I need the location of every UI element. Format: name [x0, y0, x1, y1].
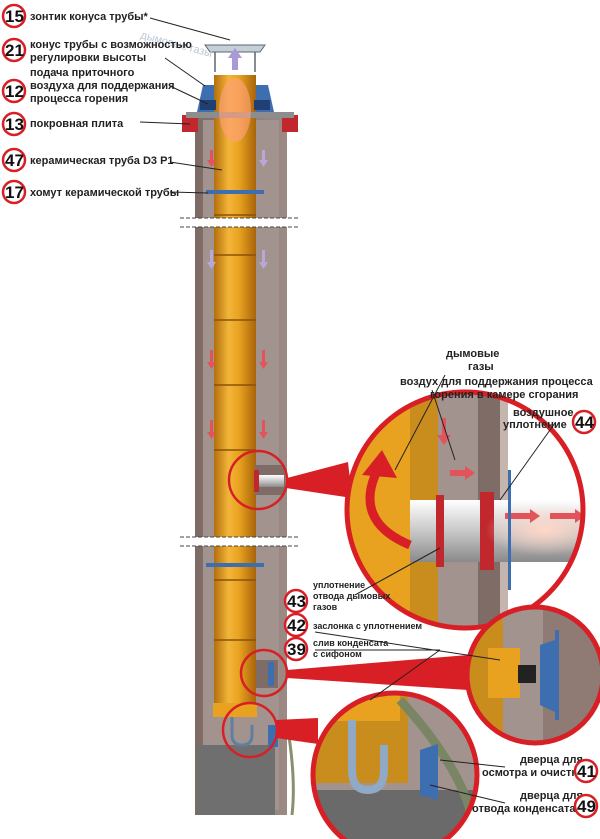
svg-text:39: 39 — [287, 640, 306, 659]
detail-circle-outline — [344, 389, 586, 631]
svg-text:воздух для поддержания процесс: воздух для поддержания процесса — [400, 376, 594, 388]
label-17: 17 хомут керамической трубы — [1, 179, 179, 205]
svg-text:отвода конденсата: отвода конденсата — [472, 803, 576, 815]
break-line-upper — [180, 217, 300, 228]
svg-text:21: 21 — [5, 41, 24, 60]
svg-text:газы: газы — [468, 361, 494, 373]
svg-text:конус трубы с возможностью: конус трубы с возможностью — [30, 39, 192, 51]
connector-condensate — [276, 718, 318, 744]
ceramic-tube — [214, 75, 256, 705]
break-line-lower — [180, 536, 300, 547]
label-41: дверца для осмотра и очистки 41 — [482, 754, 599, 784]
svg-text:регулировки высоты: регулировки высоты — [30, 52, 146, 64]
svg-text:осмотра и очистки: осмотра и очистки — [482, 767, 584, 779]
label-13: 13 покровная плита — [1, 111, 124, 137]
chimney-stack — [180, 44, 468, 816]
label-21: 21 конус трубы с возможностью регулировк… — [1, 37, 192, 64]
svg-text:заслонка с уплотнением: заслонка с уплотнением — [313, 621, 422, 631]
svg-text:41: 41 — [577, 762, 596, 781]
svg-text:уплотнение: уплотнение — [503, 419, 567, 431]
svg-text:43: 43 — [287, 592, 306, 611]
connector-flue — [286, 462, 352, 498]
svg-text:покровная плита: покровная плита — [30, 118, 124, 130]
svg-text:процесса горения: процесса горения — [30, 93, 128, 105]
label-47: 47 керамическая труба D3 P1 — [1, 147, 174, 173]
label-combustion-air: воздух для поддержания процесса горения … — [400, 376, 594, 401]
svg-text:49: 49 — [577, 797, 596, 816]
cover-plate-right — [282, 115, 298, 132]
svg-text:42: 42 — [287, 616, 306, 635]
tube-clamp-lower — [206, 563, 264, 567]
svg-text:47: 47 — [5, 151, 24, 170]
label-44: воздушное уплотнение 44 — [503, 407, 597, 435]
inspection-door-small — [268, 725, 278, 747]
detail-circle-condensate — [310, 690, 480, 839]
drain-hose — [286, 729, 295, 816]
label-43: 43 уплотнение отвода дымовых газов — [283, 580, 390, 614]
svg-text:17: 17 — [5, 183, 24, 202]
svg-text:с сифоном: с сифоном — [313, 649, 362, 659]
svg-text:отвода дымовых: отвода дымовых — [313, 591, 390, 601]
svg-text:15: 15 — [5, 7, 24, 26]
label-39: 39 слив конденсата с сифоном — [283, 636, 389, 662]
svg-text:газов: газов — [313, 602, 338, 612]
label-49: дверца для отвода конденсата 49 — [472, 790, 599, 819]
svg-text:зонтик конуса трубы*: зонтик конуса трубы* — [30, 11, 149, 23]
siphon — [230, 717, 254, 747]
label-12: 12 подача приточного воздуха для поддерж… — [1, 67, 175, 105]
svg-text:хомут керамической трубы: хомут керамической трубы — [30, 187, 179, 199]
svg-text:воздуха для поддержания: воздуха для поддержания — [30, 80, 175, 92]
tube-clamp — [206, 190, 264, 194]
detail-circle-damper — [464, 604, 600, 746]
svg-text:12: 12 — [5, 82, 24, 101]
svg-text:13: 13 — [5, 115, 24, 134]
svg-text:воздушное: воздушное — [513, 407, 574, 419]
svg-text:44: 44 — [575, 413, 594, 432]
smoke-arrows-side — [207, 150, 268, 269]
svg-text:подача приточного: подача приточного — [30, 67, 135, 79]
label-15: 15 зонтик конуса трубы* — [1, 3, 149, 29]
label-42: 42 заслонка с уплотнением — [283, 612, 422, 638]
svg-text:дверца для: дверца для — [520, 754, 583, 766]
smoke-up-arrow — [228, 48, 242, 70]
connector-damper — [287, 655, 468, 690]
svg-text:слив конденсата: слив конденсата — [313, 638, 389, 648]
svg-text:уплотнение: уплотнение — [313, 580, 365, 590]
svg-text:керамическая труба D3 P1: керамическая труба D3 P1 — [30, 155, 174, 167]
svg-text:дымовые: дымовые — [446, 348, 499, 360]
svg-text:горения в камере сгорания: горения в камере сгорания — [430, 389, 578, 401]
air-arrows — [207, 150, 268, 439]
svg-text:дверца для: дверца для — [520, 790, 583, 802]
base-block — [197, 745, 275, 815]
leader-lines — [139, 17, 556, 804]
detail-circle-flue — [344, 389, 586, 631]
label-smoke-gases: дымовые газы — [446, 348, 499, 373]
